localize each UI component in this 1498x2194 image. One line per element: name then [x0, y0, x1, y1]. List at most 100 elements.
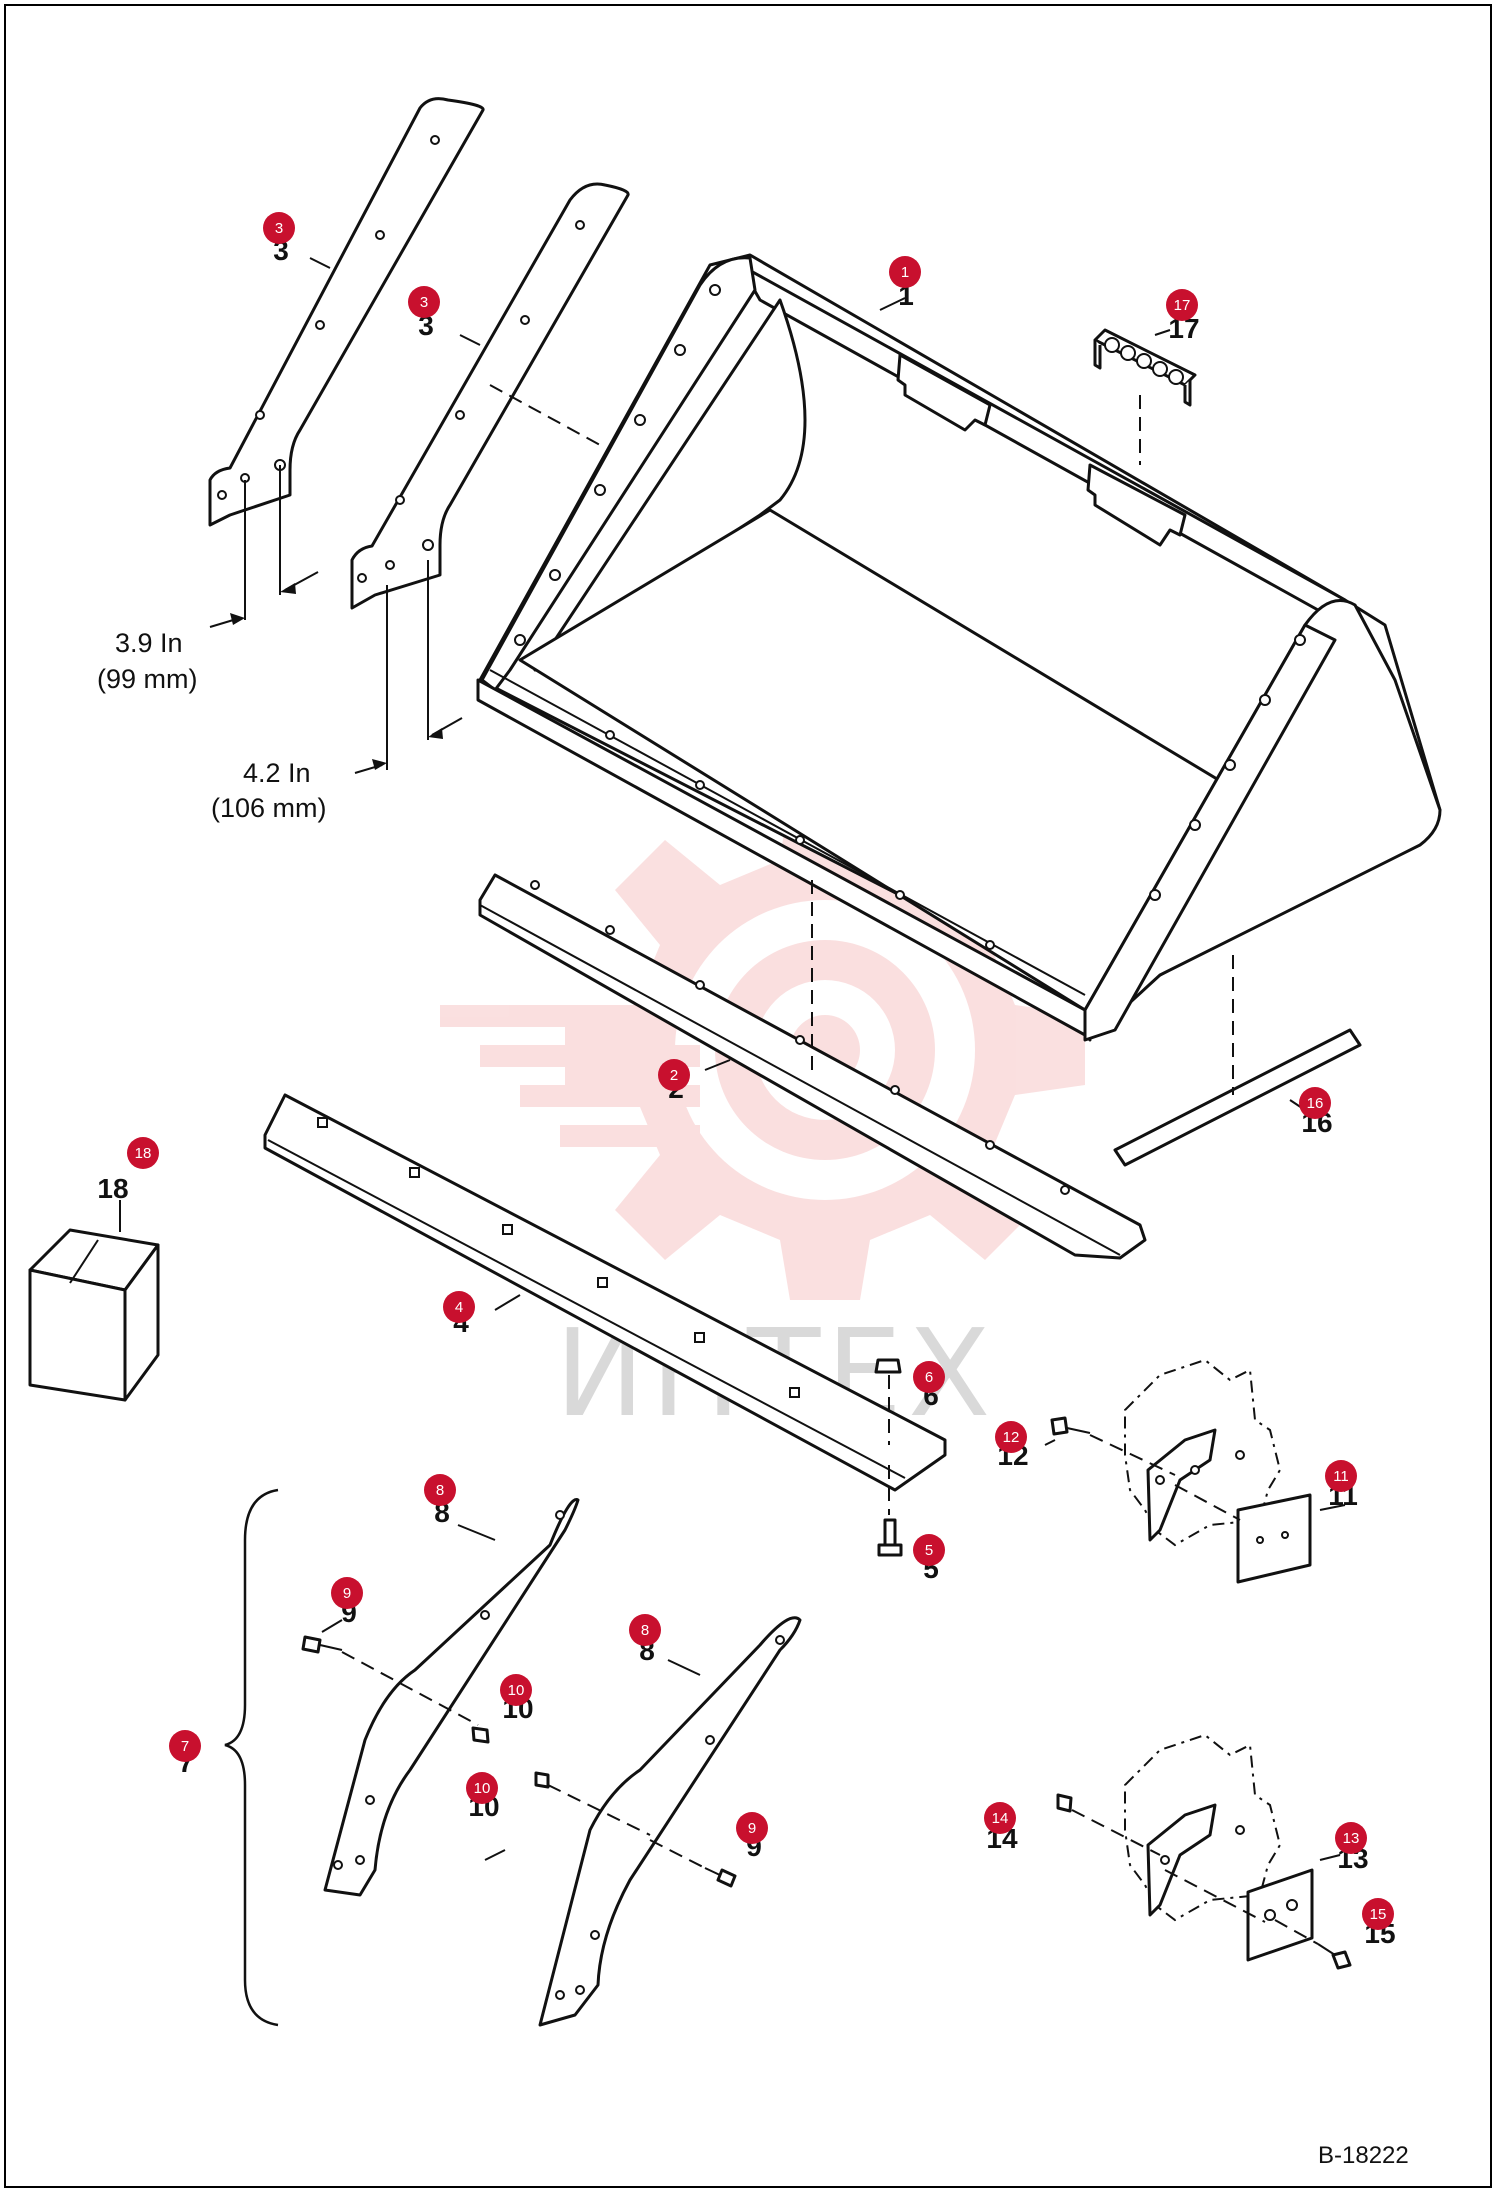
- bolt-part-9-a: [301, 1635, 343, 1654]
- callout-badge-number: 8: [436, 1482, 444, 1499]
- cutting-edge-part-4: [263, 1093, 947, 1492]
- figure-reference: B-18222: [1318, 2142, 1409, 2169]
- callout-badge: [263, 212, 295, 244]
- callout-badge: [127, 1137, 159, 1169]
- callout-badge: [736, 1812, 768, 1844]
- callout-badge: [466, 1772, 498, 1804]
- side-wear-plate-3-a: [208, 97, 485, 527]
- plate-part-11: [1236, 1493, 1312, 1584]
- callout-badge-number: 9: [343, 1585, 351, 1602]
- callout-badge: [1325, 1460, 1357, 1492]
- callout-c1: 11: [889, 256, 921, 311]
- wear-strip-part-16: [1113, 1028, 1362, 1167]
- dim-1-line1: 3.9 In: [115, 628, 183, 658]
- callout-badge: [443, 1291, 475, 1323]
- callout-badge-number: 17: [1174, 297, 1191, 314]
- callout-badge: [658, 1059, 690, 1091]
- callout-badge-number: 3: [275, 220, 283, 237]
- callout-c4: 44: [443, 1291, 475, 1338]
- grille-part-17: [1093, 328, 1197, 407]
- mount-bracket-upper: [1124, 1358, 1282, 1547]
- callout-badge: [995, 1421, 1027, 1453]
- leader-9b: [649, 1839, 706, 1869]
- callout-badge-number: 3: [420, 294, 428, 311]
- callout-badge-number: 10: [508, 1682, 525, 1699]
- callout-number-label: 18: [97, 1173, 128, 1204]
- callout-badge-number: 5: [925, 1542, 933, 1559]
- nut-part-10-b: [534, 1771, 550, 1789]
- side-wear-plate-3-b: [350, 182, 630, 610]
- callout-c8a: 88: [424, 1474, 456, 1528]
- callout-badge-number: 15: [1370, 1906, 1387, 1923]
- callout-c5: 55: [913, 1534, 945, 1584]
- leader-9a: [341, 1651, 479, 1726]
- callout-badge: [913, 1361, 945, 1393]
- callout-leaders: [309, 257, 1346, 1861]
- callout-layer: 1122333344556677888899991010101011111212…: [97, 212, 1396, 1949]
- callout-c7: 77: [169, 1730, 201, 1778]
- leader-15: [1274, 1919, 1319, 1945]
- callout-badge-number: 4: [455, 1299, 463, 1316]
- callout-badge-number: 6: [925, 1369, 933, 1386]
- side-plate-part-8-b: [538, 1616, 802, 2027]
- callout-badge-number: 2: [670, 1067, 678, 1084]
- dim-1-line2: (99 mm): [97, 664, 198, 694]
- bucket-part-1: [476, 253, 1442, 1042]
- leader-14: [1071, 1809, 1161, 1856]
- nut-part-6: [874, 1358, 902, 1374]
- dimension-3-9in: 3.9 In (99 mm): [97, 465, 319, 694]
- callout-badge: [1166, 289, 1198, 321]
- callout-badge: [1335, 1822, 1367, 1854]
- callout-c3a: 33: [263, 212, 295, 266]
- callout-badge: [913, 1534, 945, 1566]
- side-plate-part-8-a: [323, 1498, 580, 1897]
- plate-part-13: [1246, 1868, 1314, 1962]
- callout-badge-number: 9: [748, 1820, 756, 1837]
- callout-badge: [169, 1730, 201, 1762]
- callout-badge-number: 11: [1333, 1468, 1349, 1485]
- callout-badge: [424, 1474, 456, 1506]
- dimension-4-2in: 4.2 In (106 mm): [211, 560, 463, 823]
- callout-badge: [889, 256, 921, 288]
- leader-13: [1164, 1869, 1266, 1923]
- dim-2-line2: (106 mm): [211, 793, 327, 823]
- dim-2-line1: 4.2 In: [243, 758, 311, 788]
- leader-11: [1174, 1484, 1241, 1521]
- bracket-7: [224, 1488, 279, 2027]
- callout-badge-number: 8: [641, 1622, 649, 1639]
- hardware-kit-box-18: [28, 1228, 160, 1402]
- nut-part-10-a: [471, 1726, 490, 1744]
- callout-badge: [500, 1674, 532, 1706]
- callout-badge: [629, 1614, 661, 1646]
- callout-badge: [1362, 1898, 1394, 1930]
- bolt-part-15: [1317, 1943, 1352, 1970]
- callout-c2: 22: [658, 1059, 690, 1104]
- bolt-part-5: [877, 1518, 903, 1557]
- callout-badge: [408, 286, 440, 318]
- callout-badge-number: 1: [901, 264, 909, 281]
- callout-c8b: 88: [629, 1614, 661, 1666]
- leader-12: [1089, 1434, 1176, 1476]
- nut-part-14: [1056, 1793, 1073, 1813]
- callout-badge-number: 18: [135, 1145, 152, 1162]
- callout-badge-number: 13: [1343, 1830, 1360, 1847]
- callout-badge-number: 12: [1003, 1429, 1020, 1446]
- callout-c3b: 33: [408, 286, 440, 341]
- callout-badge: [331, 1577, 363, 1609]
- callout-badge-number: 14: [992, 1810, 1009, 1827]
- mount-bracket-lower: [1124, 1733, 1282, 1922]
- callout-badge-number: 16: [1307, 1095, 1324, 1112]
- callout-c9b: 99: [736, 1812, 768, 1862]
- bolt-part-9-b: [704, 1867, 737, 1888]
- callout-number-label: 1: [898, 280, 914, 311]
- callout-badge-number: 7: [181, 1738, 189, 1755]
